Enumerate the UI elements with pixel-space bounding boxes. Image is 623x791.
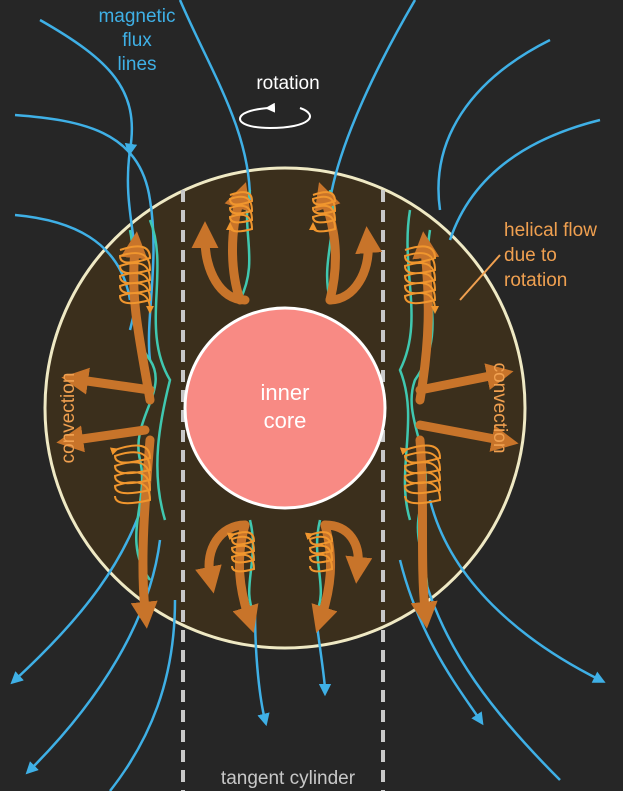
label-tangent-cylinder: tangent cylinder: [221, 768, 356, 789]
flow-arrow-bottom-left2: [232, 520, 259, 634]
helix-right-upper: [403, 245, 439, 314]
flow-arrow-left-up: [120, 231, 155, 405]
flow-arrow-bottom-right: [320, 520, 373, 584]
teal-line-left-2: [148, 219, 172, 521]
flow-arrow-right-out: [415, 363, 514, 395]
label-magnetic-flux-3: lines: [117, 54, 156, 75]
label-inner-core-1: inner: [261, 380, 310, 405]
flow-arrow-right-down: [410, 435, 438, 629]
flux-line-left-bottom: [25, 539, 162, 775]
flux-line-center-right-top: [328, 0, 417, 201]
helix-left-upper: [118, 245, 154, 314]
inner-core: [183, 306, 387, 510]
rotation-arrow-icon: [239, 102, 311, 130]
tangent-cylinder-lines: [181, 190, 385, 791]
label-convection-left: convection: [58, 373, 79, 464]
flux-line-right-bottom: [398, 559, 484, 726]
flux-line-left-top: [14, 113, 155, 361]
helix-left-lower: [109, 444, 152, 505]
flow-arrow-left-out: [61, 367, 155, 395]
flow-arrow-right-up: [412, 231, 440, 405]
flux-lines: [10, 0, 606, 791]
flux-line-left-mid: [14, 213, 132, 301]
flow-arrow-bottom-right2: [311, 520, 338, 634]
helix-right-lower: [399, 444, 442, 505]
flow-arrow-top-left2: [224, 182, 251, 305]
convection-arrows: [56, 182, 519, 634]
helical-flow-pointer: [459, 254, 501, 301]
helical-coils: [109, 191, 442, 573]
label-inner-core-2: core: [264, 408, 307, 433]
label-helical-flow-3: rotation: [504, 270, 567, 291]
flux-line-left-bottom2: [109, 599, 177, 791]
flux-line-right-bottom2: [418, 559, 561, 781]
helix-top-right: [309, 191, 337, 233]
flux-line-right-top: [437, 38, 551, 211]
helix-bottom-right: [304, 531, 334, 573]
label-convection-right: convection: [489, 363, 510, 454]
label-helical-flow-1: helical flow: [504, 220, 597, 241]
flux-line-right-low: [428, 499, 606, 683]
flow-arrow-top-right2: [314, 182, 341, 305]
flow-arrow-right-out2: [415, 420, 519, 452]
flow-arrow-left-out2: [56, 425, 150, 453]
flow-arrow-bottom-left: [195, 520, 250, 594]
flow-arrow-top-right: [325, 226, 383, 305]
label-helical-flow-2: due to: [504, 245, 557, 266]
label-rotation: rotation: [256, 73, 319, 94]
label-magnetic-flux-1: magnetic: [98, 6, 175, 27]
helix-top-left: [226, 191, 254, 233]
flux-line-center-left-top: [178, 0, 252, 201]
flux-line-right-mid: [448, 118, 601, 241]
label-magnetic-flux-2: flux: [122, 30, 152, 51]
helix-bottom-left: [226, 531, 256, 573]
